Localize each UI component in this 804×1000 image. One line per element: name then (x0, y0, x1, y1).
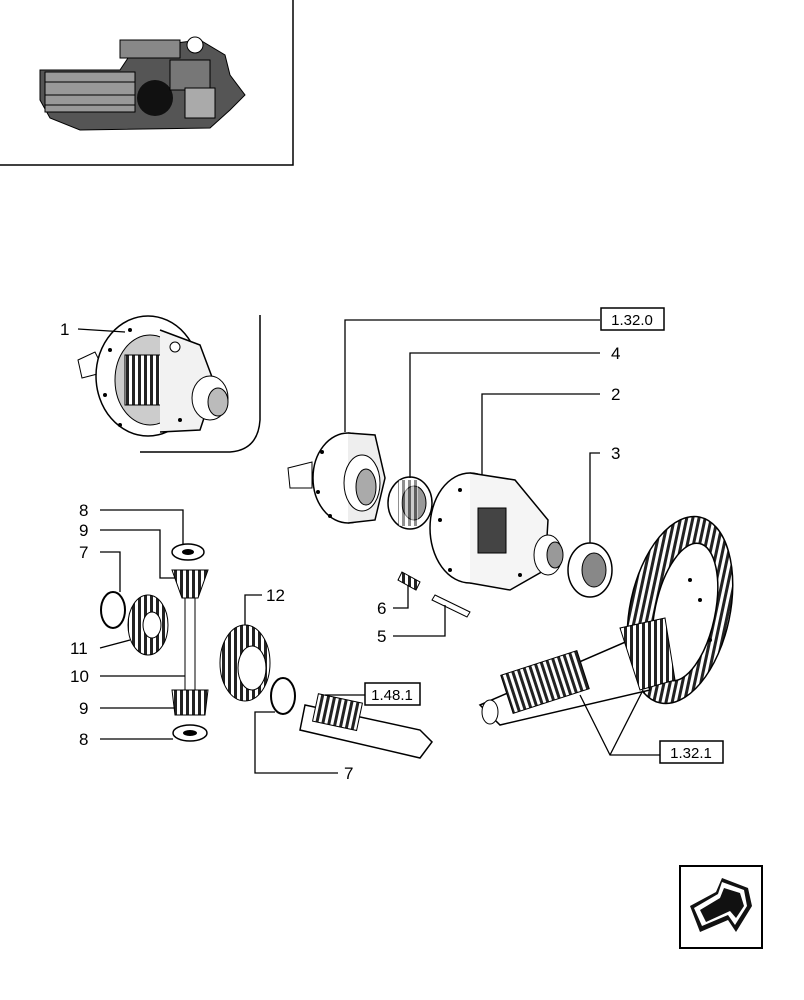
shaft-10 (184, 597, 196, 691)
planet-gear-9-bottom (171, 689, 209, 716)
callout-12: 12 (266, 586, 285, 605)
leader-lines (77, 319, 660, 774)
side-gear-11 (127, 594, 169, 656)
next-page-arrow-icon[interactable] (679, 865, 763, 949)
ref-box-1-32-0[interactable]: 1.32.0 (600, 307, 665, 331)
planet-gear-9-top (171, 569, 209, 599)
washer-7-left (100, 591, 126, 629)
pin-5 (431, 594, 471, 618)
callout-8-top: 8 (79, 501, 88, 520)
differential-case-2 (429, 472, 564, 591)
callout-7-left: 7 (79, 543, 88, 562)
callout-9-top: 9 (79, 521, 88, 540)
bolt-6 (397, 571, 421, 591)
bearing-3 (567, 542, 613, 598)
washer-7-bottom (270, 677, 296, 715)
pinion-shaft (478, 617, 676, 726)
side-gear-12 (219, 624, 271, 702)
bearing-4 (387, 476, 433, 530)
ref-box-1-48-1[interactable]: 1.48.1 (364, 682, 421, 706)
callout-4: 4 (611, 344, 620, 363)
callout-8-bottom: 8 (79, 730, 88, 749)
tractor-transmission-thumbnail (35, 36, 246, 131)
svg-text:1.48.1: 1.48.1 (371, 687, 413, 704)
svg-text:1.32.1: 1.32.1 (670, 745, 712, 762)
callout-2: 2 (611, 385, 620, 404)
callout-3: 3 (611, 444, 620, 463)
callout-1: 1 (60, 320, 69, 339)
thrust-washer-8-top (171, 543, 205, 561)
splined-shaft (299, 693, 433, 759)
differential-assembly-1 (77, 315, 261, 453)
callout-7-bottom: 7 (344, 764, 353, 783)
thumbnail-frame[interactable] (0, 0, 294, 166)
ref-box-1-32-1[interactable]: 1.32.1 (659, 740, 724, 764)
callout-5: 5 (377, 627, 386, 646)
callout-6: 6 (377, 599, 386, 618)
svg-text:1.32.0: 1.32.0 (611, 312, 653, 329)
callout-11: 11 (70, 639, 88, 658)
callout-10: 10 (70, 667, 89, 686)
callout-9-bottom: 9 (79, 699, 88, 718)
thrust-washer-8-bottom (172, 724, 208, 742)
differential-half-case (287, 432, 386, 524)
